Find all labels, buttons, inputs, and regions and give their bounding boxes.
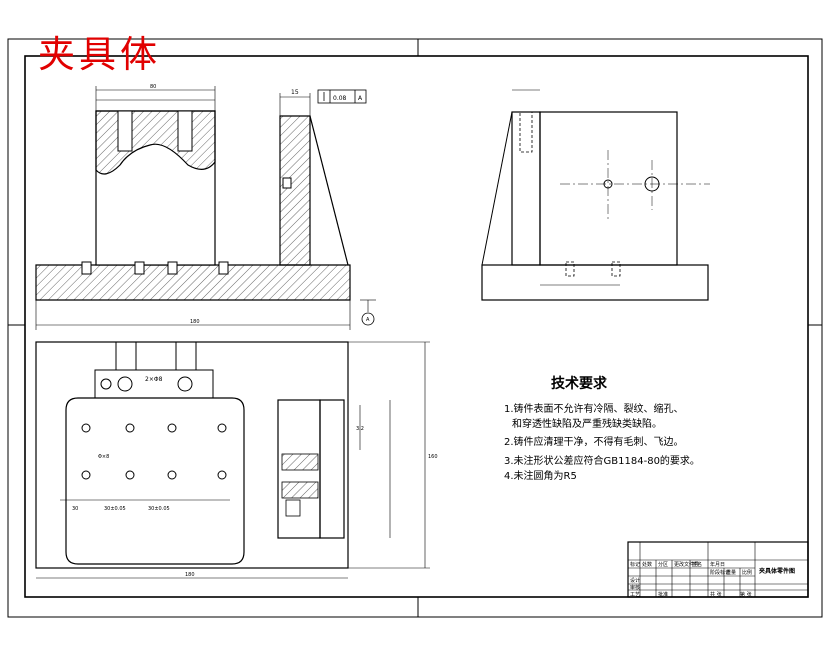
tb-cell-weight: 重量 <box>726 569 736 576</box>
inner-frame <box>24 55 809 598</box>
tb-cell-review: 审核 <box>630 584 640 591</box>
outer-frame <box>7 38 823 618</box>
tb-cell-zone: 分区 <box>658 561 668 568</box>
requirement-item-3: 3.未注形状公差应符合GB1184-80的要求。 <box>504 454 700 467</box>
center-marks <box>8 39 822 617</box>
datum-letter: A <box>358 95 363 102</box>
title-block <box>627 541 809 598</box>
rib <box>309 115 349 266</box>
tb-cell-design: 设计 <box>630 577 640 584</box>
tb-cell-change: 更改文件号 <box>674 561 699 568</box>
requirement-item-1b: 和穿透性缺陷及严重残缺类缺陷。 <box>512 417 662 430</box>
tb-cell-sign: 签名 <box>692 561 702 568</box>
dim-angle: 3.2 <box>356 426 364 432</box>
dim-plan-height: 160 <box>428 454 438 460</box>
wall-section <box>279 115 311 266</box>
tb-cell-scale: 比例 <box>742 569 752 576</box>
plan-view <box>35 341 430 579</box>
slot-left <box>117 110 133 152</box>
drawing-title: 夹具体零件图 <box>759 567 795 575</box>
dim-mid-b: 30±0.05 <box>148 506 170 512</box>
tb-cell-sheets: 共 张 <box>710 591 722 598</box>
hole-pattern-note: 2×Φ8 <box>145 376 163 383</box>
dim-wall-thickness: 15 <box>291 89 299 96</box>
dim-left: 30 <box>72 506 78 512</box>
hole-note: Φ×8 <box>98 454 109 460</box>
tb-cell-sheet: 第 张 <box>740 591 752 598</box>
datum-flag-circle <box>361 312 375 326</box>
slot-right <box>177 110 193 152</box>
datum-flag-letter: A <box>366 317 370 323</box>
requirement-item-1: 1.铸件表面不允许有冷隔、裂纹、缩孔、 <box>504 402 684 415</box>
section-view <box>277 399 391 539</box>
dim-base-length: 180 <box>190 319 200 325</box>
flatness-value: 0.08 <box>333 95 347 102</box>
base-holes <box>81 177 292 275</box>
dim-top-overall: 80 <box>150 84 156 90</box>
tb-cell-stage: 阶段标记 <box>710 569 730 576</box>
tb-cell-date: 年月日 <box>710 561 725 568</box>
requirements-title: 技术要求 <box>551 375 608 392</box>
requirement-item-4: 4.未注圆角为R5 <box>504 469 577 482</box>
tb-cell-process: 工艺 <box>630 592 640 598</box>
part-name-stamp: 夹具体 <box>38 33 161 76</box>
requirement-item-2: 2.铸件应清理干净，不得有毛刺、飞边。 <box>504 435 684 448</box>
front-dims <box>35 86 376 330</box>
technical-requirements: 技术要求 1.铸件表面不允许有冷隔、裂纹、缩孔、 和穿透性缺陷及严重残缺类缺陷。… <box>504 375 700 482</box>
tb-cell-count: 处数 <box>642 561 652 568</box>
dim-mid-a: 30±0.05 <box>104 506 126 512</box>
side-view <box>481 89 710 301</box>
tb-cell-approve: 批准 <box>658 591 668 598</box>
tb-cell-mark: 标记 <box>630 561 640 568</box>
flatness-callout: 0.08 A <box>317 89 367 104</box>
front-view: 0.08 A 15 80 180 A <box>35 84 376 330</box>
dim-plan-width: 180 <box>185 572 195 578</box>
